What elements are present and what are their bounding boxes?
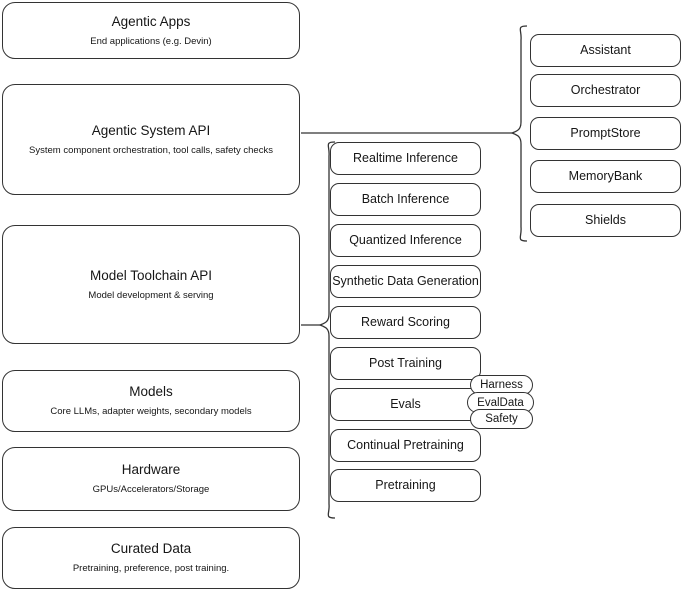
layer-subtitle: Pretraining, preference, post training.	[72, 563, 230, 574]
capability-continual-pretraining[interactable]: Continual Pretraining	[330, 429, 481, 462]
agentic-component-label: Assistant	[580, 42, 631, 57]
capability-evals[interactable]: Evals	[330, 388, 481, 421]
capability-label: Quantized Inference	[349, 232, 462, 247]
capability-realtime-inference[interactable]: Realtime Inference	[330, 142, 481, 175]
layer-title: Hardware	[121, 462, 181, 478]
agentic-component-label: MemoryBank	[568, 168, 643, 183]
capability-reward-scoring[interactable]: Reward Scoring	[330, 306, 481, 339]
layer-subtitle: Core LLMs, adapter weights, secondary mo…	[50, 406, 252, 417]
layer-box-models[interactable]: Models Core LLMs, adapter weights, secon…	[2, 370, 300, 432]
capability-label: Realtime Inference	[353, 150, 458, 165]
layer-box-agentic-system-api[interactable]: Agentic System API System component orch…	[2, 84, 300, 195]
capability-pretraining[interactable]: Pretraining	[330, 469, 481, 502]
capability-label: Pretraining	[375, 477, 436, 492]
layer-box-curated-data[interactable]: Curated Data Pretraining, preference, po…	[2, 527, 300, 589]
capability-label: Evals	[390, 396, 421, 411]
capability-post-training[interactable]: Post Training	[330, 347, 481, 380]
capability-synthetic-data-generation[interactable]: Synthetic Data Generation	[330, 265, 481, 298]
layer-title: Agentic System API	[91, 122, 211, 138]
evals-subcomponent-label: Safety	[485, 413, 518, 425]
layer-title: Models	[129, 384, 173, 400]
agentic-component-promptstore[interactable]: PromptStore	[530, 117, 681, 150]
agentic-component-label: PromptStore	[570, 125, 641, 140]
capability-label: Batch Inference	[361, 191, 450, 206]
layer-box-agentic-apps[interactable]: Agentic Apps End applications (e.g. Devi…	[2, 2, 300, 59]
capability-label: Continual Pretraining	[347, 437, 464, 452]
agentic-component-orchestrator[interactable]: Orchestrator	[530, 74, 681, 107]
evals-subcomponent-safety[interactable]: Safety	[470, 409, 533, 429]
brace-agentic-system-components	[510, 25, 528, 242]
layer-box-hardware[interactable]: Hardware GPUs/Accelerators/Storage	[2, 447, 300, 511]
capability-quantized-inference[interactable]: Quantized Inference	[330, 224, 481, 257]
evals-subcomponent-label: EvalData	[477, 396, 524, 409]
capability-label: Reward Scoring	[361, 314, 450, 329]
capability-batch-inference[interactable]: Batch Inference	[330, 183, 481, 216]
layer-title: Agentic Apps	[111, 13, 191, 29]
agentic-component-label: Shields	[585, 212, 626, 227]
agentic-component-memorybank[interactable]: MemoryBank	[530, 160, 681, 193]
layer-subtitle: GPUs/Accelerators/Storage	[92, 484, 210, 495]
agentic-component-label: Orchestrator	[570, 82, 641, 97]
layer-title: Model Toolchain API	[89, 267, 213, 283]
agentic-component-shields[interactable]: Shields	[530, 204, 681, 237]
capability-label: Post Training	[369, 355, 442, 370]
layer-subtitle: End applications (e.g. Devin)	[90, 35, 212, 47]
layer-box-model-toolchain-api[interactable]: Model Toolchain API Model development & …	[2, 225, 300, 344]
layer-subtitle: System component orchestration, tool cal…	[29, 144, 273, 156]
capability-label: Synthetic Data Generation	[332, 273, 479, 288]
layer-title: Curated Data	[110, 541, 192, 557]
agentic-component-assistant[interactable]: Assistant	[530, 34, 681, 67]
evals-subcomponent-label: Harness	[480, 379, 523, 391]
layer-subtitle: Model development & serving	[88, 289, 214, 301]
